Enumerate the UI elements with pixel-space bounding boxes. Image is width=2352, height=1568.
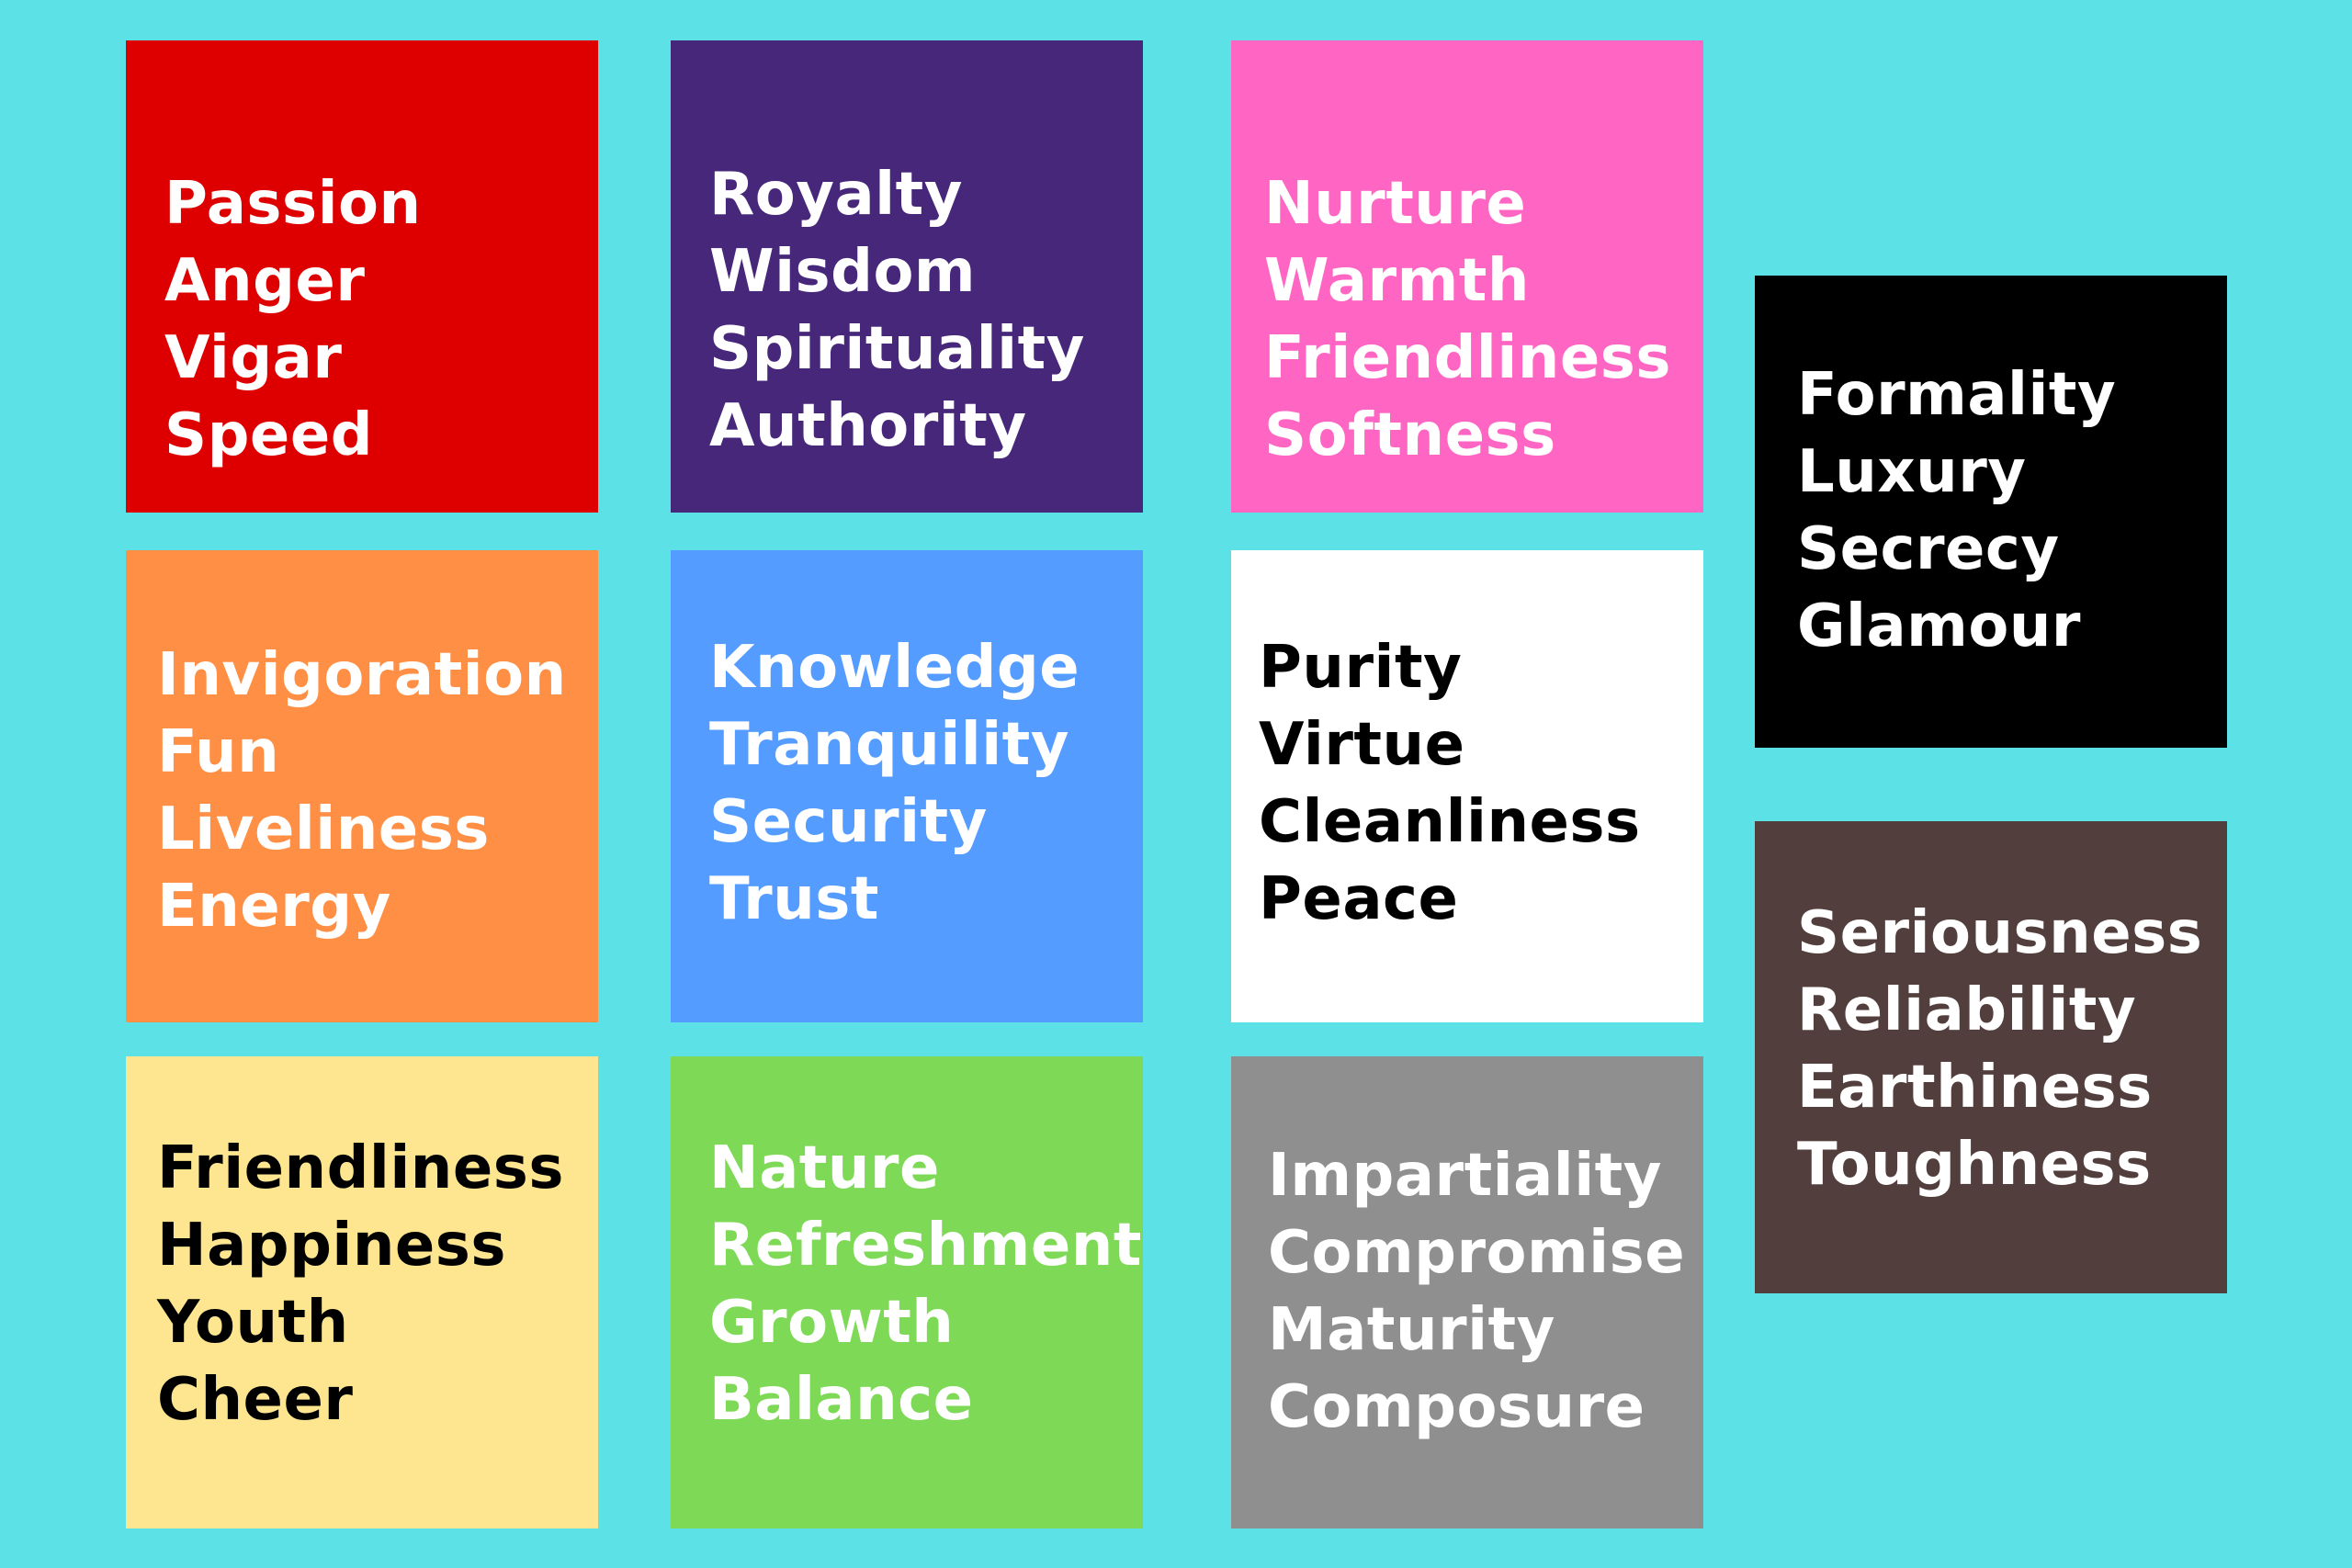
word: Luxury bbox=[1797, 438, 2027, 506]
word: Wisdom bbox=[709, 238, 977, 306]
word-list: Purity Virtue Cleanliness Peace bbox=[1259, 629, 1641, 938]
word: Maturity bbox=[1268, 1296, 1555, 1364]
word-list: Seriousness Reliability Earthiness Tough… bbox=[1797, 895, 2202, 1203]
word: Seriousness bbox=[1797, 899, 2203, 967]
red-color-tile: Passion Anger Vigar Speed bbox=[126, 40, 598, 513]
word: Cheer bbox=[157, 1366, 354, 1434]
word: Friendliness bbox=[1264, 324, 1671, 392]
word: Passion bbox=[164, 170, 422, 238]
word: Formality bbox=[1797, 361, 2117, 429]
word: Refreshment bbox=[709, 1212, 1142, 1280]
pink-color-tile: Nurture Warmth Friendliness Softness bbox=[1231, 40, 1703, 513]
word: Invigoration bbox=[157, 641, 567, 709]
word: Virtue bbox=[1259, 711, 1465, 779]
word: Fun bbox=[157, 718, 280, 786]
word-list: Royalty Wisdom Spirituality Authority bbox=[709, 156, 1085, 465]
blue-color-tile: Knowledge Tranquility Security Trust bbox=[671, 550, 1143, 1022]
word: Youth bbox=[157, 1289, 349, 1357]
word-list: Friendliness Happiness Youth Cheer bbox=[157, 1130, 564, 1438]
word-list: Invigoration Fun Liveliness Energy bbox=[157, 637, 567, 945]
word: Composure bbox=[1268, 1373, 1645, 1441]
white-color-tile: Purity Virtue Cleanliness Peace bbox=[1231, 550, 1703, 1022]
word: Nature bbox=[709, 1134, 940, 1202]
word: Reliability bbox=[1797, 976, 2137, 1044]
word: Spirituality bbox=[709, 315, 1085, 383]
word: Purity bbox=[1259, 634, 1463, 702]
word: Security bbox=[709, 788, 988, 856]
word-list: Nature Refreshment Growth Balance bbox=[709, 1130, 1142, 1438]
word: Authority bbox=[709, 392, 1027, 460]
word: Trust bbox=[709, 865, 879, 933]
word: Secrecy bbox=[1797, 515, 2060, 583]
word: Softness bbox=[1264, 401, 1556, 469]
word: Compromise bbox=[1268, 1219, 1686, 1287]
word: Glamour bbox=[1797, 592, 2081, 660]
black-color-tile: Formality Luxury Secrecy Glamour bbox=[1755, 276, 2227, 748]
word: Peace bbox=[1259, 865, 1459, 933]
word: Speed bbox=[164, 401, 374, 469]
word: Knowledge bbox=[709, 634, 1080, 702]
word: Cleanliness bbox=[1259, 788, 1641, 856]
green-color-tile: Nature Refreshment Growth Balance bbox=[671, 1056, 1143, 1529]
word: Balance bbox=[709, 1366, 974, 1434]
word: Growth bbox=[709, 1289, 955, 1357]
word-list: Formality Luxury Secrecy Glamour bbox=[1797, 356, 2116, 665]
word: Toughness bbox=[1797, 1131, 2152, 1199]
word-list: Nurture Warmth Friendliness Softness bbox=[1264, 165, 1671, 474]
word: Energy bbox=[157, 873, 391, 941]
word: Liveliness bbox=[157, 795, 490, 863]
word: Vigar bbox=[164, 324, 343, 392]
word: Anger bbox=[164, 247, 366, 315]
gray-color-tile: Impartiality Compromise Maturity Composu… bbox=[1231, 1056, 1703, 1529]
word: Royalty bbox=[709, 161, 963, 229]
word: Friendliness bbox=[157, 1134, 564, 1202]
word: Impartiality bbox=[1268, 1142, 1662, 1210]
word-list: Passion Anger Vigar Speed bbox=[164, 165, 422, 474]
brown-color-tile: Seriousness Reliability Earthiness Tough… bbox=[1755, 821, 2227, 1293]
yellow-color-tile: Friendliness Happiness Youth Cheer bbox=[126, 1056, 598, 1529]
word-list: Impartiality Compromise Maturity Composu… bbox=[1268, 1137, 1685, 1446]
word: Happiness bbox=[157, 1212, 506, 1280]
word: Earthiness bbox=[1797, 1054, 2153, 1122]
purple-color-tile: Royalty Wisdom Spirituality Authority bbox=[671, 40, 1143, 513]
word: Nurture bbox=[1264, 170, 1527, 238]
word: Tranquility bbox=[709, 711, 1069, 779]
orange-color-tile: Invigoration Fun Liveliness Energy bbox=[126, 550, 598, 1022]
word-list: Knowledge Tranquility Security Trust bbox=[709, 629, 1080, 938]
word: Warmth bbox=[1264, 247, 1530, 315]
